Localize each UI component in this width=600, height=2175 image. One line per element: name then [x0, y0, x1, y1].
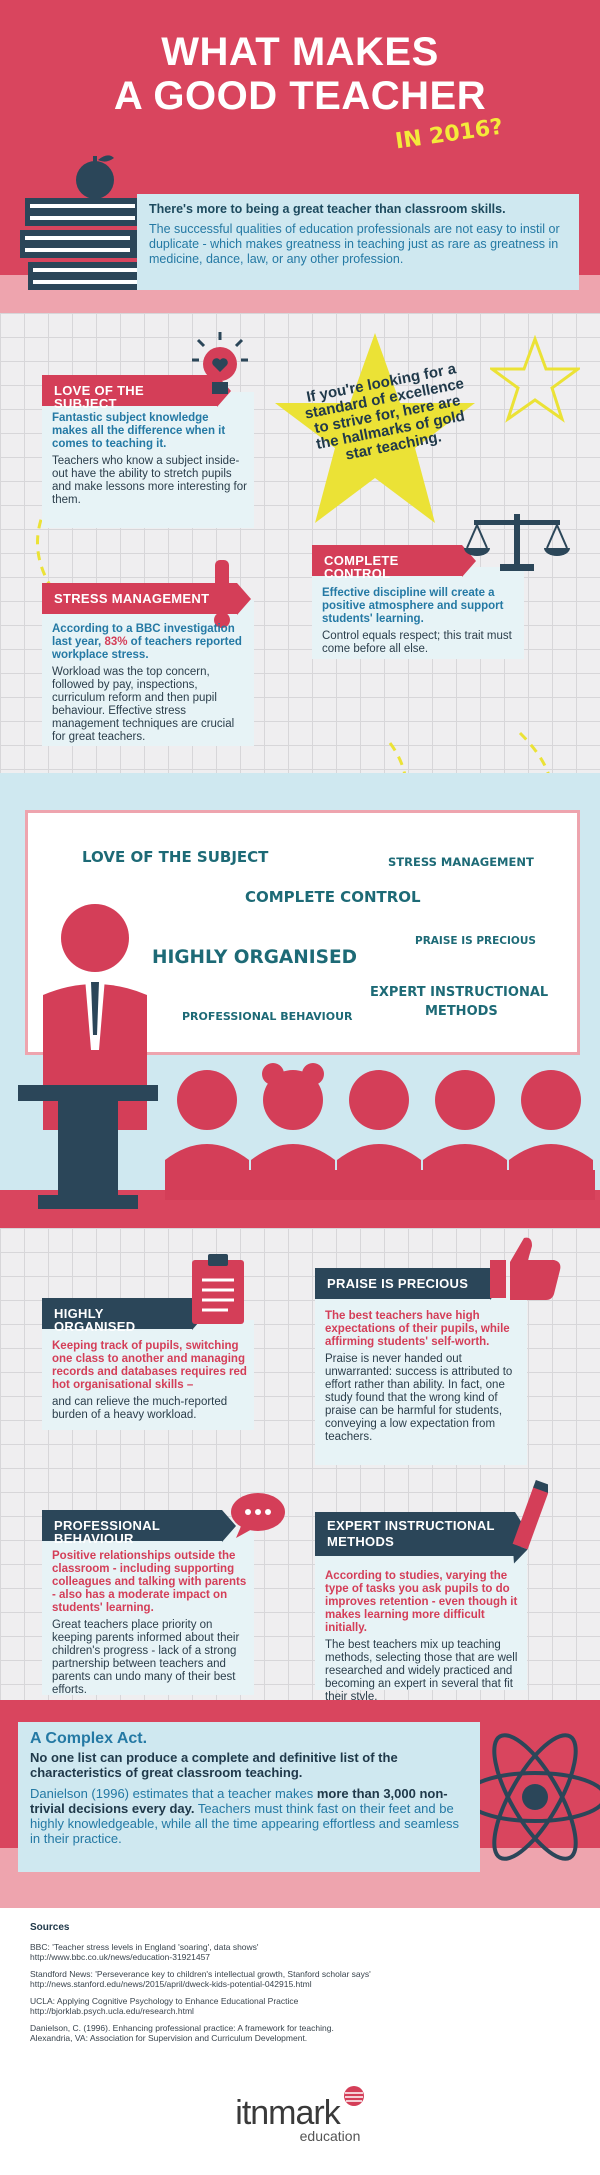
atom-icon [460, 1712, 600, 1887]
organised-lead: Keeping track of pupils, switching one c… [52, 1340, 247, 1391]
professional-text: Positive relationships outside the class… [52, 1550, 247, 1697]
organised-title-text: Highly organised [54, 1306, 136, 1334]
source-2-link[interactable]: http://news.stanford.edu/news/2015/april… [30, 1979, 312, 1989]
praise-body: Praise is never handed out unwarranted: … [325, 1353, 513, 1443]
outline-star-icon [487, 334, 583, 430]
pencil-icon [508, 1479, 551, 1575]
control-body: Control equals respect; this trait must … [322, 630, 512, 655]
complex-body: Danielson (1996) estimates that a teache… [30, 1786, 460, 1846]
complex-lead: No one list can produce a complete and d… [30, 1750, 398, 1780]
gold-star-icon [270, 328, 480, 533]
professional-body: Great teachers place priority on keeping… [52, 1619, 240, 1696]
organised-text: Keeping track of pupils, switching one c… [52, 1340, 247, 1422]
professional-title: Professional behaviour [42, 1510, 236, 1545]
intro-body: The successful qualities of education pr… [149, 222, 560, 266]
students-row [165, 1060, 595, 1205]
control-title: Complete control [312, 545, 476, 580]
organised-body: and can relieve the much-reported burden… [52, 1396, 228, 1421]
podium [18, 1085, 158, 1215]
praise-lead: The best teachers have high expectations… [325, 1310, 510, 1348]
complex-box: A Complex Act. No one list can produce a… [18, 1722, 480, 1872]
source-4-title: Danielson, C. (1996). Enhancing professi… [30, 2023, 334, 2033]
exclamation-icon [212, 560, 232, 635]
expert-title-line-2: methods [327, 1534, 395, 1549]
title-line-1: WHAT MAKES [161, 30, 439, 74]
source-1-link[interactable]: http://www.bbc.co.uk/news/education-3192… [30, 1952, 211, 1962]
source-4-detail: Alexandria, VA: Association for Supervis… [30, 2033, 308, 2043]
praise-card [315, 1290, 527, 1465]
professional-title-text: Professional behaviour [54, 1518, 160, 1546]
title-line-2: A GOOD TEACHER [113, 74, 487, 118]
intro-box: There's more to being a great teacher th… [137, 194, 579, 290]
brand-globe-icon [343, 2085, 365, 2112]
source-3-link[interactable]: http://bjorklab.psych.ucla.edu/research.… [30, 2006, 194, 2016]
board-expert-1: Expert instructional [370, 985, 549, 1000]
expert-title-line-1: Expert instructional [327, 1518, 495, 1533]
control-text: Effective discipline will create a posit… [322, 587, 517, 656]
board-expert-2: methods [425, 1004, 498, 1019]
stress-body: Workload was the top concern, followed b… [52, 666, 235, 743]
sources-heading: Sources [30, 1922, 70, 1933]
scales-icon [462, 508, 572, 583]
books-apple-icon [20, 150, 150, 295]
footer-logo: itnmark education [0, 2085, 600, 2144]
love-title: Love of the subject [42, 375, 231, 410]
expert-title: Expert instructional methods [315, 1512, 529, 1556]
control-lead: Effective discipline will create a posit… [322, 587, 504, 625]
thumbs-up-icon [488, 1232, 568, 1307]
love-card [42, 392, 254, 528]
page-title: WHAT MAKES A GOOD TEACHER [0, 30, 600, 118]
stress-text: According to a BBC investigation last ye… [52, 623, 247, 744]
board-praise: Praise is precious [415, 935, 536, 947]
love-lead: Fantastic subject knowledge makes all th… [52, 412, 226, 450]
intro-lead: There's more to being a great teacher th… [149, 202, 506, 216]
praise-title-text: Praise is precious [327, 1276, 469, 1291]
source-3-title: UCLA: Applying Cognitive Psychology to E… [30, 1996, 299, 2006]
love-title-text: Love of the subject [54, 383, 144, 411]
expert-card [315, 1550, 527, 1690]
expert-lead: According to studies, varying the type o… [325, 1570, 518, 1634]
praise-title: Praise is precious [315, 1268, 504, 1300]
speech-bubble-icon [228, 1490, 288, 1545]
board-love: Love of the subject [82, 848, 269, 866]
source-1-title: BBC: 'Teacher stress levels in England '… [30, 1942, 259, 1952]
complex-title: A Complex Act. [30, 1730, 148, 1747]
board-control: Complete control [245, 888, 421, 906]
board-organised: Highly organised [152, 947, 357, 968]
organised-title: Highly organised [42, 1298, 206, 1333]
brand-name: itnmark [235, 2094, 340, 2132]
brand-sub: education [299, 2128, 361, 2144]
source-2-title: Standford News: 'Perseverance key to chi… [30, 1969, 371, 1979]
professional-card [42, 1530, 254, 1695]
professional-lead: Positive relationships outside the class… [52, 1550, 247, 1614]
control-title-text: Complete control [324, 553, 399, 581]
expert-text: According to studies, varying the type o… [325, 1570, 520, 1704]
love-body: Teachers who know a subject inside-out h… [52, 455, 247, 506]
board-stress: Stress management [388, 855, 534, 869]
praise-text: The best teachers have high expectations… [325, 1310, 520, 1444]
clipboard-icon [188, 1252, 248, 1332]
stress-title: Stress management [42, 583, 251, 615]
board-professional: Professional behaviour [182, 1010, 353, 1023]
lightbulb-heart-icon [190, 330, 250, 405]
stress-lead: According to a BBC investigation last ye… [52, 623, 242, 661]
organised-card [42, 1320, 254, 1430]
expert-body: The best teachers mix up teaching method… [325, 1639, 518, 1703]
stress-title-text: Stress management [54, 591, 210, 606]
love-text: Fantastic subject knowledge makes all th… [52, 412, 247, 507]
control-card [312, 567, 524, 659]
